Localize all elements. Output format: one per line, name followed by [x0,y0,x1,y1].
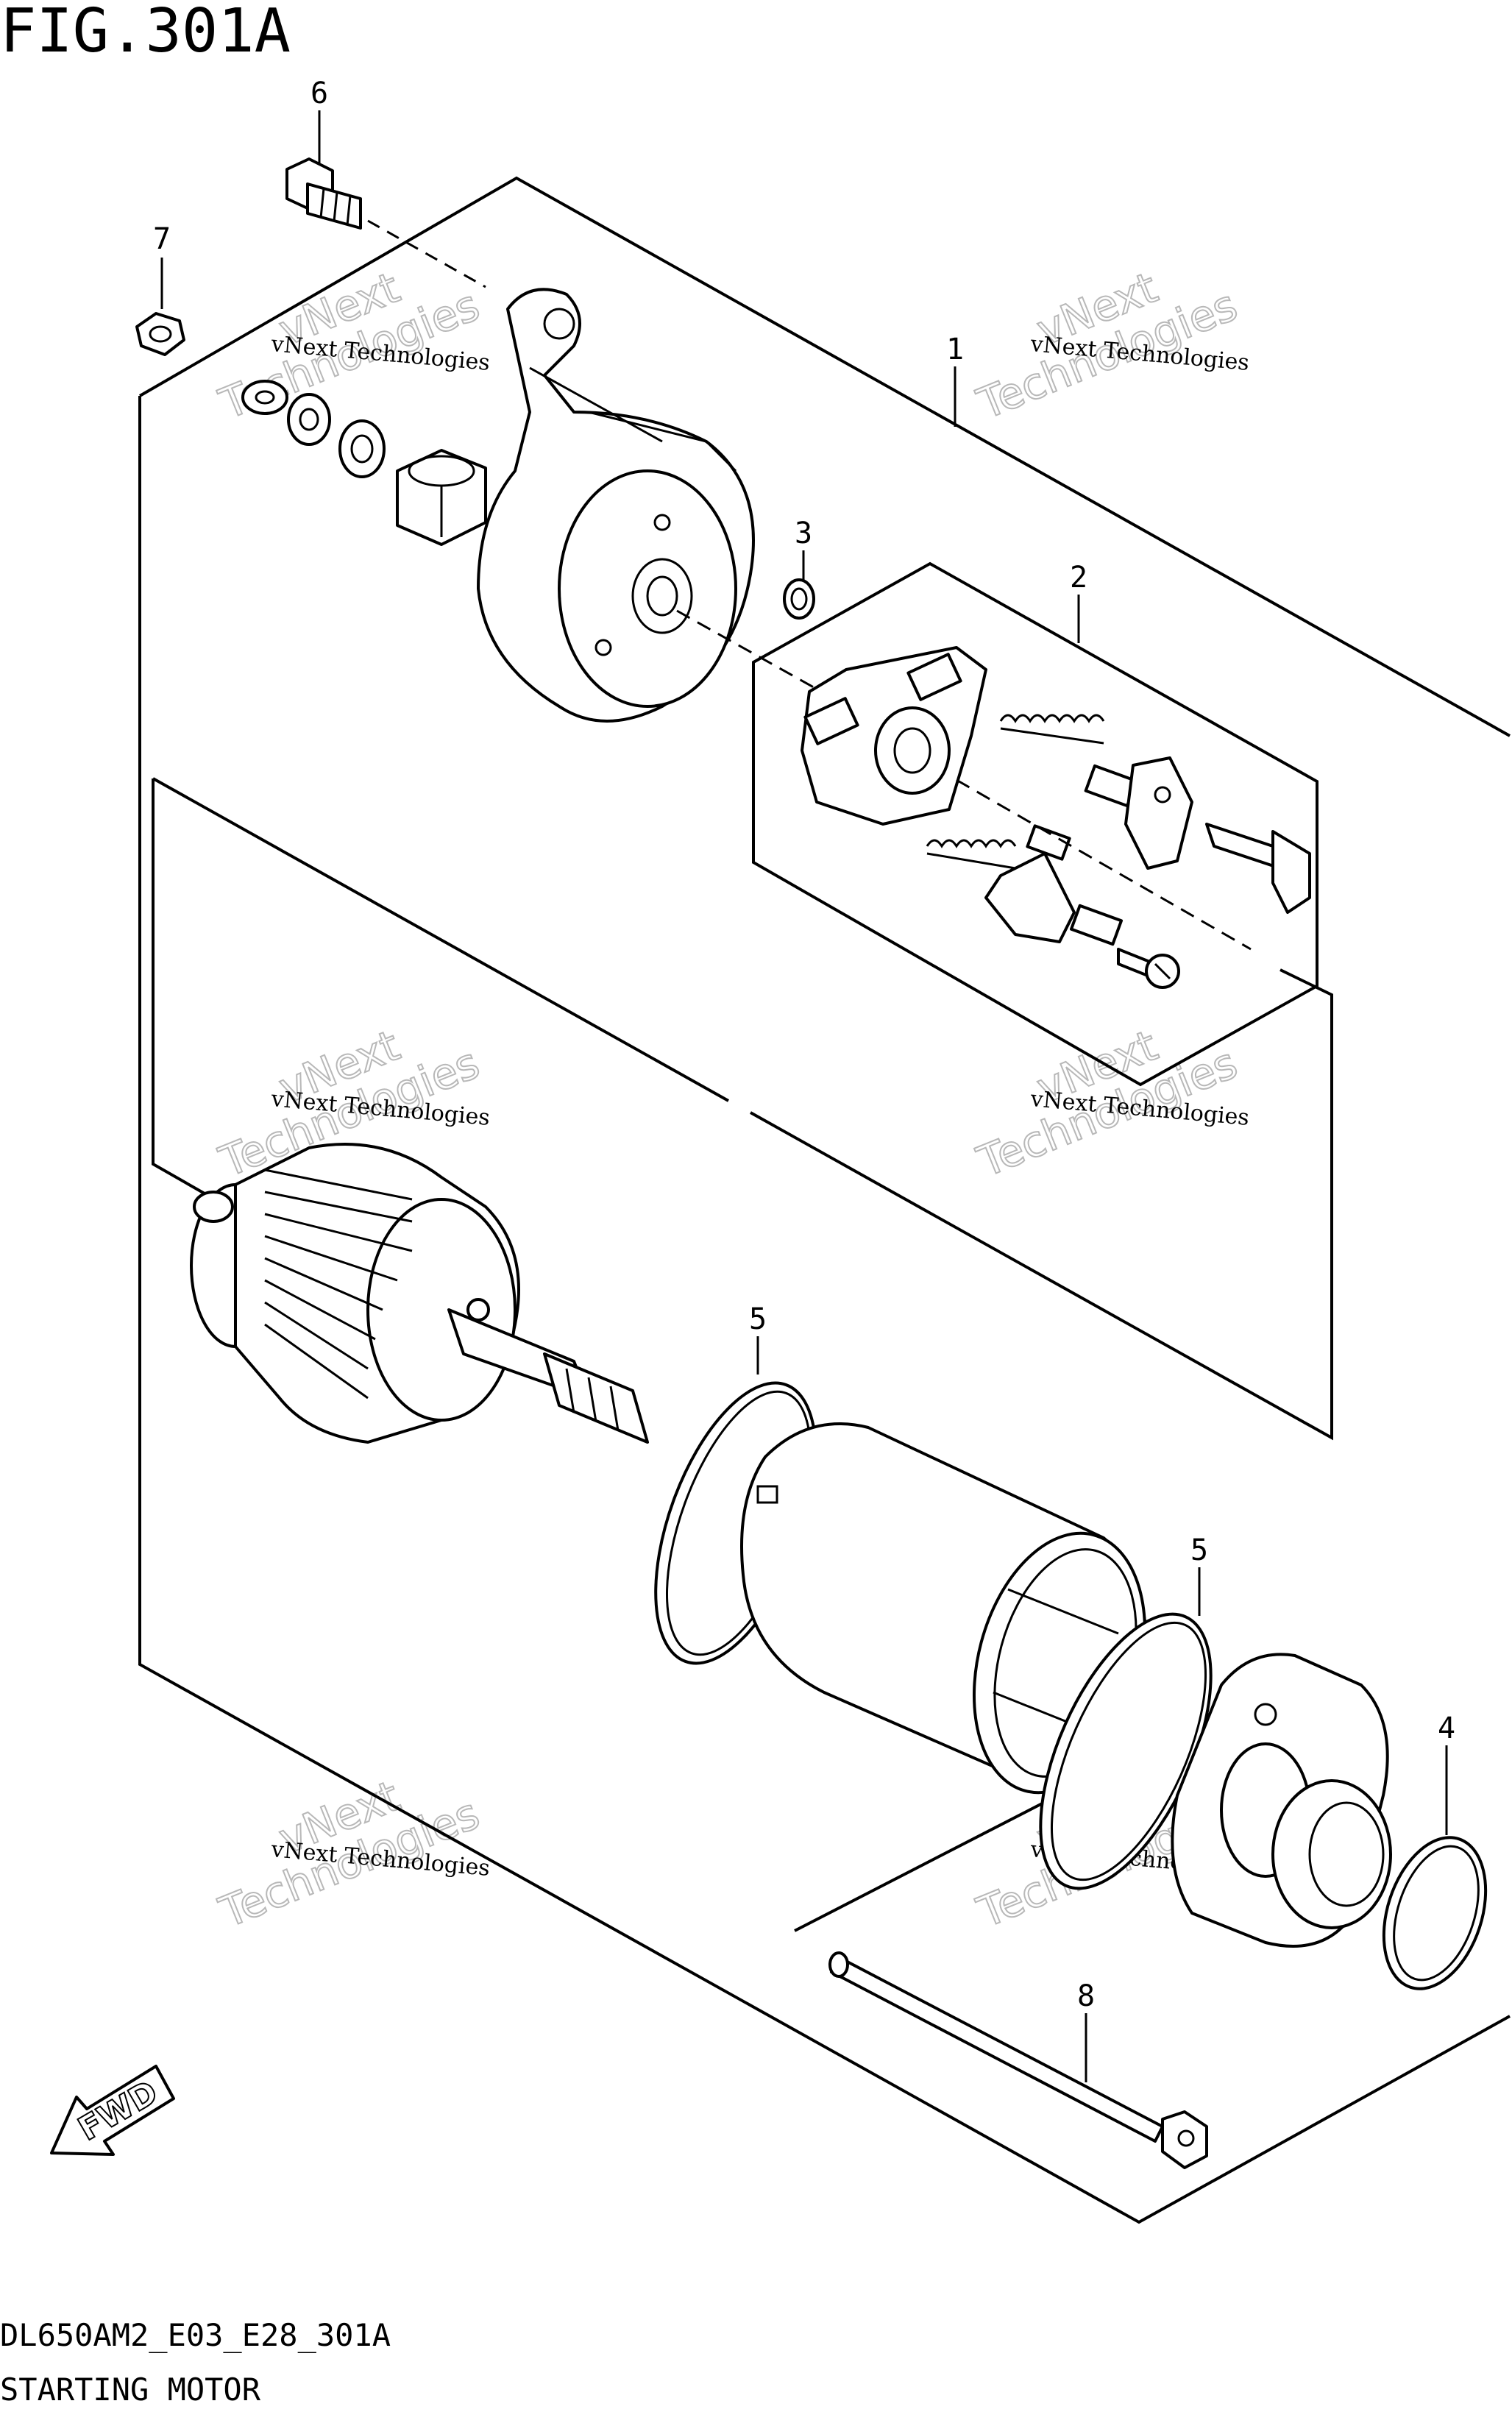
svg-text:FWD: FWD [72,2074,164,2149]
axis-line-brush [956,778,1252,951]
flange-bolt-part-7 [285,157,486,288]
callout-3: 3 [795,517,812,583]
svg-text:6: 6 [310,77,328,110]
brush-holder-part-2 [801,646,987,826]
brush-with-terminal [1084,756,1193,870]
callout-6: 8 [1077,1979,1095,2082]
svg-text:5: 5 [1190,1533,1208,1567]
figure-name: STARTING MOTOR [0,2372,261,2408]
brush-spring-lower [926,839,1017,870]
washer-stack [241,380,386,478]
svg-text:3: 3 [795,517,812,550]
callout-4: 4 [1438,1712,1455,1835]
brush-spring-upper [999,714,1105,745]
front-housing [1171,1653,1392,1948]
callout-8: 7 [153,222,171,309]
brush-plate-screw [1117,948,1180,989]
figure-code: DL650AM2_E03_E28_301A [0,2317,391,2353]
armature-group-outline [152,777,1333,1441]
callout-5-lower: 5 [1190,1533,1208,1616]
assembly-1-outline [138,176,1511,2224]
callout-2: 2 [1070,561,1087,643]
o-ring-part-3 [783,578,815,620]
callout-1: 1 [946,333,964,427]
fwd-direction-arrow: FWD [50,2065,175,2156]
svg-text:4: 4 [1438,1712,1455,1745]
o-ring-part-4 [1382,1836,1488,1990]
svg-text:7: 7 [153,222,171,256]
assembly-2-outline [752,561,1318,1087]
svg-text:2: 2 [1070,561,1087,595]
callout-7: 6 [310,77,328,163]
figure-title: FIG.301A [0,0,291,66]
terminal-bolt [1205,823,1311,914]
callout-5-upper: 5 [749,1302,767,1375]
svg-text:5: 5 [749,1302,767,1336]
rear-end-cover [477,288,755,723]
flange-nut-part-8 [135,312,185,356]
watermark-bottom-left: vNext Technologies vNext Technologies [212,1770,491,1938]
svg-text:8: 8 [1077,1979,1095,2013]
watermark-top-right: vNext Technologies vNext Technologies [970,261,1250,430]
terminal-insulator [396,449,487,546]
through-bolt-part-6 [828,1951,1208,2169]
armature [190,1143,649,1444]
svg-text:1: 1 [946,333,964,366]
brush-lead-plate [984,824,1124,946]
